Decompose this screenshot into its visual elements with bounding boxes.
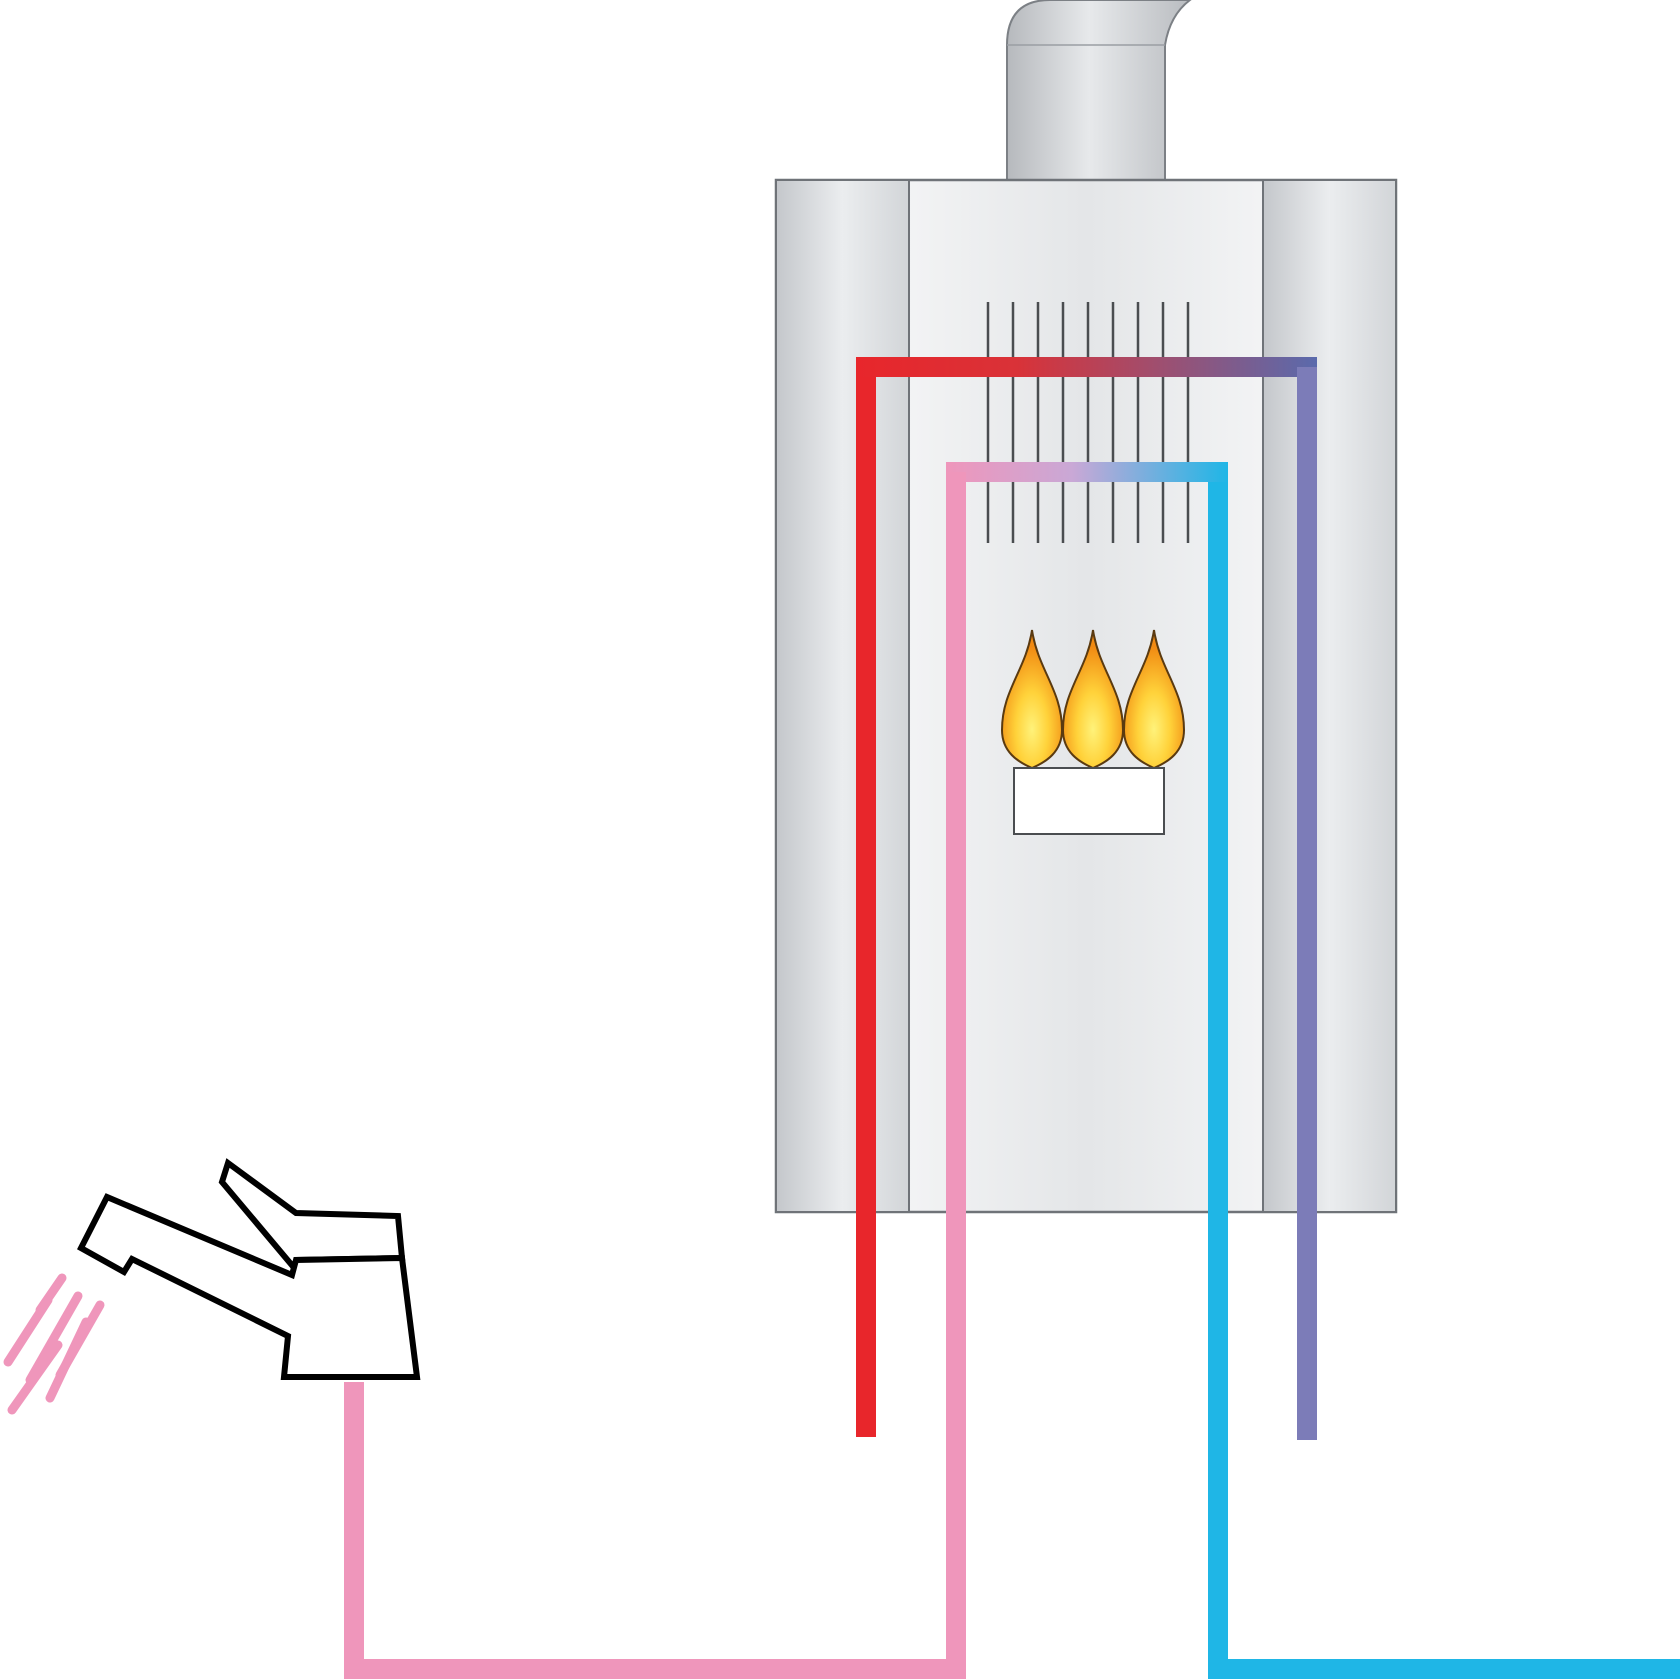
mixer-tap-icon[interactable] [77, 1158, 421, 1380]
gas-boiler-icon [774, 178, 1398, 1214]
cold-water-inlet-pipe [1208, 472, 1680, 1679]
water-exchange-section [946, 462, 1228, 482]
water-drop-stroke [3, 1295, 53, 1367]
tap-body-and-spout[interactable] [77, 1193, 421, 1380]
heating-circuit-pipe [856, 357, 1317, 1440]
flames-group [1000, 629, 1186, 770]
water-splash-icon [3, 1273, 105, 1415]
hot-water-outlet-pipe [344, 472, 966, 1679]
flue-pipe-icon [1006, 0, 1192, 181]
domestic-water-circuit [344, 462, 1680, 1679]
heat-exchanger-fins-icon [986, 302, 1190, 543]
burner-base [1013, 767, 1165, 835]
water-drop-stroke [45, 1317, 91, 1403]
gas-burner-icon [1000, 629, 1186, 835]
water-drop-stroke [7, 1340, 63, 1415]
heating-exchange-section [856, 357, 1317, 377]
